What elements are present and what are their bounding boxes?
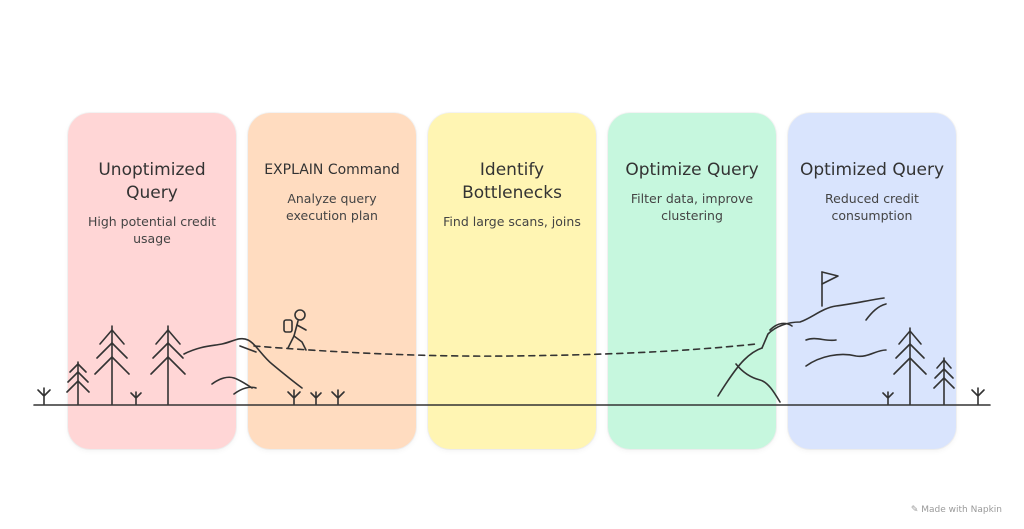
tree-icon [150, 325, 186, 405]
grass-icon [37, 387, 51, 405]
step-panel-optimize-query: Optimize Query Filter data, improve clus… [608, 113, 776, 449]
tree-icon [66, 361, 90, 405]
step-description: Analyze query execution plan [286, 191, 378, 223]
step-title: Unoptimized Query [98, 160, 206, 203]
footer-text: Made with Napkin [921, 505, 1002, 515]
step-description: Filter data, improve clustering [630, 191, 754, 223]
step-description: Find large scans, joins [443, 214, 581, 229]
step-description: Reduced credit consumption [825, 191, 919, 223]
grass-icon [130, 391, 142, 405]
step-title: Optimized Query [799, 160, 945, 180]
step-panel-identify-bottlenecks: Identify Bottlenecks Find large scans, j… [428, 113, 596, 449]
step-title: Optimize Query [625, 160, 759, 180]
grass-icon [310, 391, 322, 405]
napkin-icon: ✎ [910, 505, 919, 515]
flag-icon [821, 271, 839, 307]
tree-icon [94, 325, 130, 405]
hill-icon [183, 337, 303, 395]
grass-icon [882, 391, 894, 405]
hiker-icon [283, 309, 307, 351]
step-title: Identify Bottlenecks [462, 160, 562, 203]
step-description: High potential credit usage [87, 214, 216, 246]
step-panel-optimized-query: Optimized Query Reduced credit consumpti… [788, 113, 956, 449]
grass-icon [287, 389, 301, 405]
mountain-icon [717, 297, 887, 403]
footer-credit: ✎ Made with Napkin [911, 505, 1002, 515]
step-title: EXPLAIN Command [264, 162, 400, 178]
journey-path [253, 343, 757, 357]
grass-icon [971, 387, 985, 405]
grass-icon [331, 389, 345, 405]
tree-icon [933, 357, 955, 405]
tree-icon [893, 327, 927, 405]
step-panel-unoptimized-query: Unoptimized Query High potential credit … [68, 113, 236, 449]
